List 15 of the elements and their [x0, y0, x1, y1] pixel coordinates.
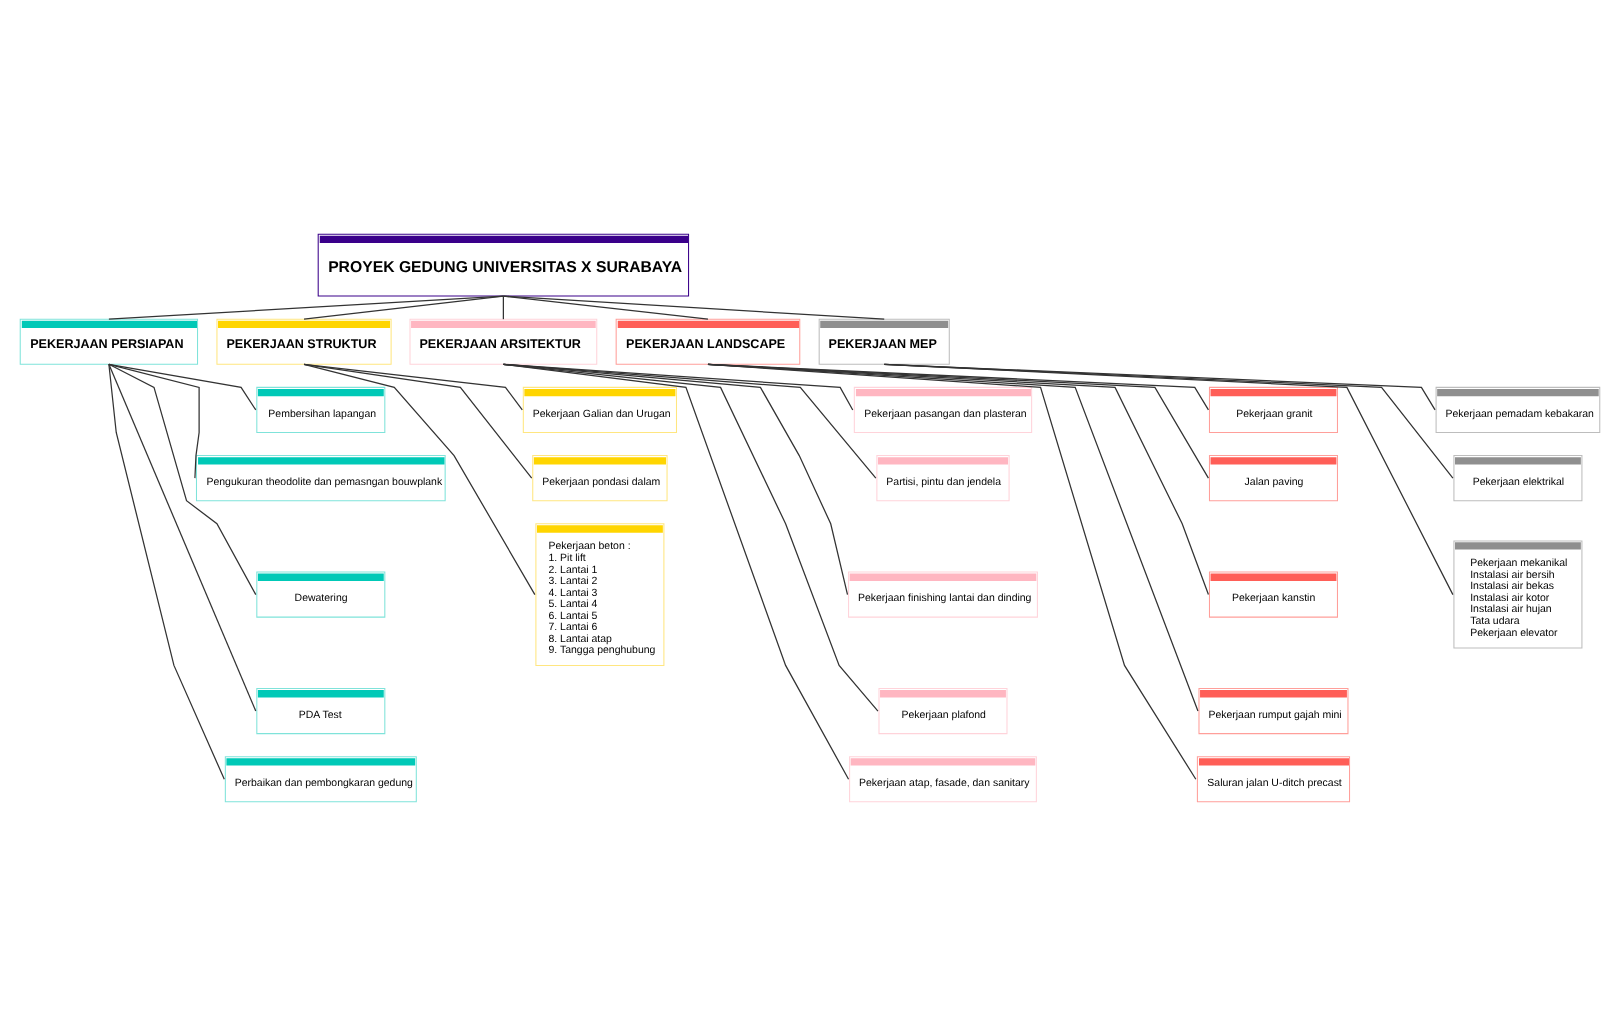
connector [108, 363, 225, 780]
connector [108, 363, 257, 596]
connector [502, 295, 504, 320]
connector [502, 295, 885, 320]
connector [303, 363, 536, 596]
connector [108, 363, 200, 479]
connector [502, 295, 709, 320]
connector [502, 363, 850, 780]
connector [108, 363, 257, 712]
connector [303, 295, 504, 320]
connector [883, 363, 1454, 596]
connector [108, 295, 504, 320]
connector [303, 363, 533, 479]
connector [707, 363, 1197, 780]
connector [108, 363, 257, 411]
